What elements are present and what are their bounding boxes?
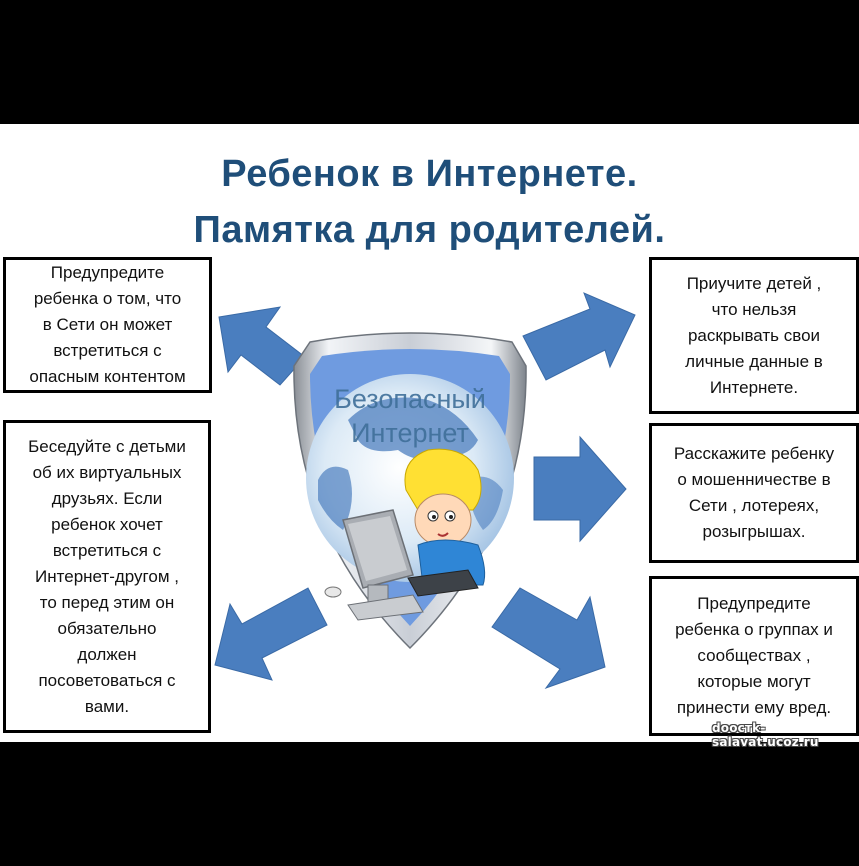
page-title: Ребенок в Интернете. Памятка для родител… [0, 146, 859, 258]
title-line-2: Памятка для родителей. [193, 209, 666, 251]
tip-text: Приучите детей , что нельзя раскрывать с… [685, 273, 823, 397]
arrow-up-left-icon [218, 306, 306, 386]
arrow-right-icon [533, 435, 627, 543]
title-line-1: Ребенок в Интернете. [221, 153, 638, 195]
tip-text: Предупредите ребенка о группах и сообщес… [675, 594, 833, 717]
tip-text: Предупредите ребенка о том, что в Сети о… [29, 263, 186, 386]
arrow-down-left-icon [214, 587, 328, 681]
tip-box-personal-data: Приучите детей , что нельзя раскрывать с… [649, 257, 859, 414]
tip-box-harmful-groups: Предупредите ребенка о группах и сообщес… [649, 576, 859, 736]
arrow-up-right-icon [522, 292, 636, 381]
watermark: doocтk-salavat.ucoz.ru [712, 721, 819, 749]
safe-internet-shield-icon: Безопасный Интернет [293, 332, 527, 650]
shield-title-line-2: Интернет [351, 418, 469, 448]
tip-text: Беседуйте с детьми об их виртуальных дру… [28, 436, 186, 716]
tip-text: Расскажите ребенку о мошенничестве в Сет… [673, 444, 835, 541]
tip-box-virtual-friends: Беседуйте с детьми об их виртуальных дру… [3, 420, 211, 733]
arrow-down-right-icon [491, 587, 606, 690]
tip-box-fraud: Расскажите ребенку о мошенничестве в Сет… [649, 423, 859, 563]
tip-box-dangerous-content: Предупредите ребенка о том, что в Сети о… [3, 257, 212, 393]
shield-title-line-1: Безопасный [334, 384, 486, 414]
